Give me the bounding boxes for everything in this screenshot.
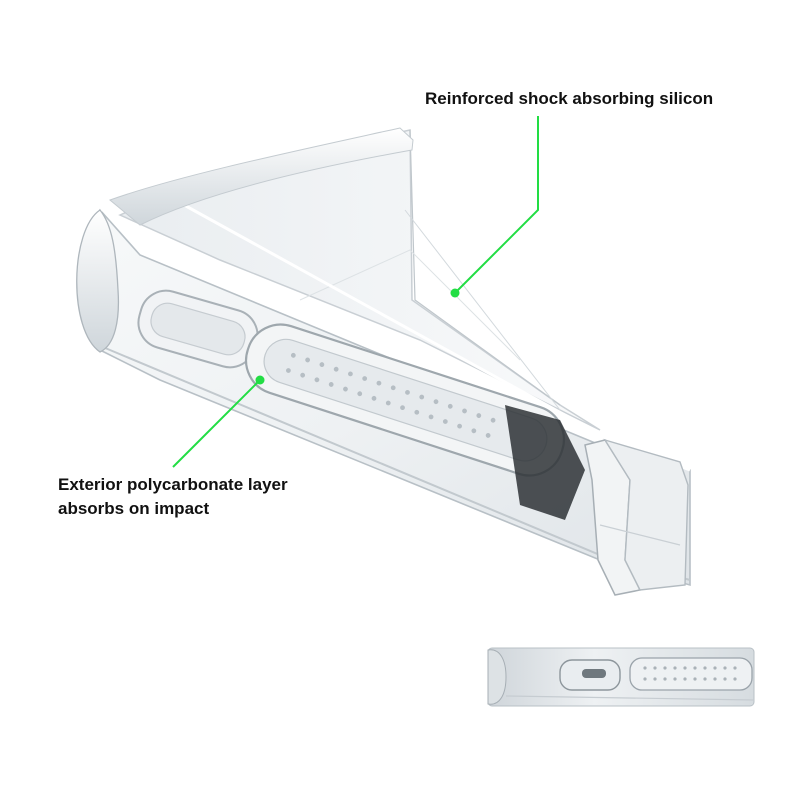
annotation-line-2: absorbs on impact (58, 499, 210, 518)
detail-thumbnail (487, 647, 755, 707)
annotation-polycarbonate-layer: Exterior polycarbonate layer absorbs on … (58, 473, 288, 521)
annotation-shock-absorbing-silicon: Reinforced shock absorbing silicon (425, 89, 714, 108)
case-cut-profile (505, 405, 689, 596)
button-cutout-small (137, 289, 259, 369)
callout-top (450, 116, 539, 298)
callout-bottom (172, 375, 265, 468)
annotation-line-1: Exterior polycarbonate layer (58, 475, 288, 494)
